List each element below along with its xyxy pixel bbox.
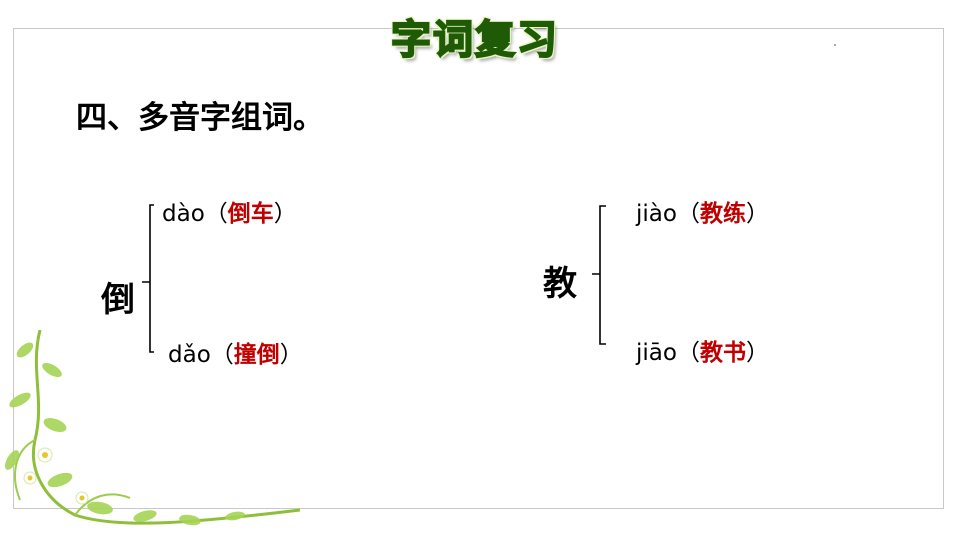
polyphone-char-jiao: 教 (543, 264, 577, 304)
flower-icon (23, 447, 89, 505)
pinyin: dǎo (168, 342, 211, 368)
bracket-jiao (592, 205, 606, 345)
slide-title: 字词复习 (390, 16, 559, 64)
answer-word: 撞倒 (233, 341, 280, 368)
reading-jiao4: jiào（教练） (636, 200, 769, 227)
polyphone-char-dao: 倒 (101, 280, 135, 320)
reading-dao4: dào（倒车） (162, 200, 297, 227)
pinyin: jiāo (636, 340, 677, 366)
pinyin: jiào (636, 201, 677, 227)
reading-dao3: dǎo（撞倒） (168, 341, 303, 368)
speck (834, 44, 836, 46)
title-banner: 字词复习 (355, 8, 595, 64)
answer-word: 倒车 (227, 200, 274, 227)
flower-vine-decoration (5, 330, 301, 526)
reading-jiao1: jiāo（教书） (636, 339, 769, 366)
section-heading: 四、多音字组词。 (76, 100, 324, 136)
answer-word: 教书 (699, 339, 746, 366)
bracket-dao (142, 204, 154, 353)
pinyin: dào (162, 201, 205, 227)
answer-word: 教练 (699, 200, 746, 227)
slide-frame (13, 28, 944, 509)
